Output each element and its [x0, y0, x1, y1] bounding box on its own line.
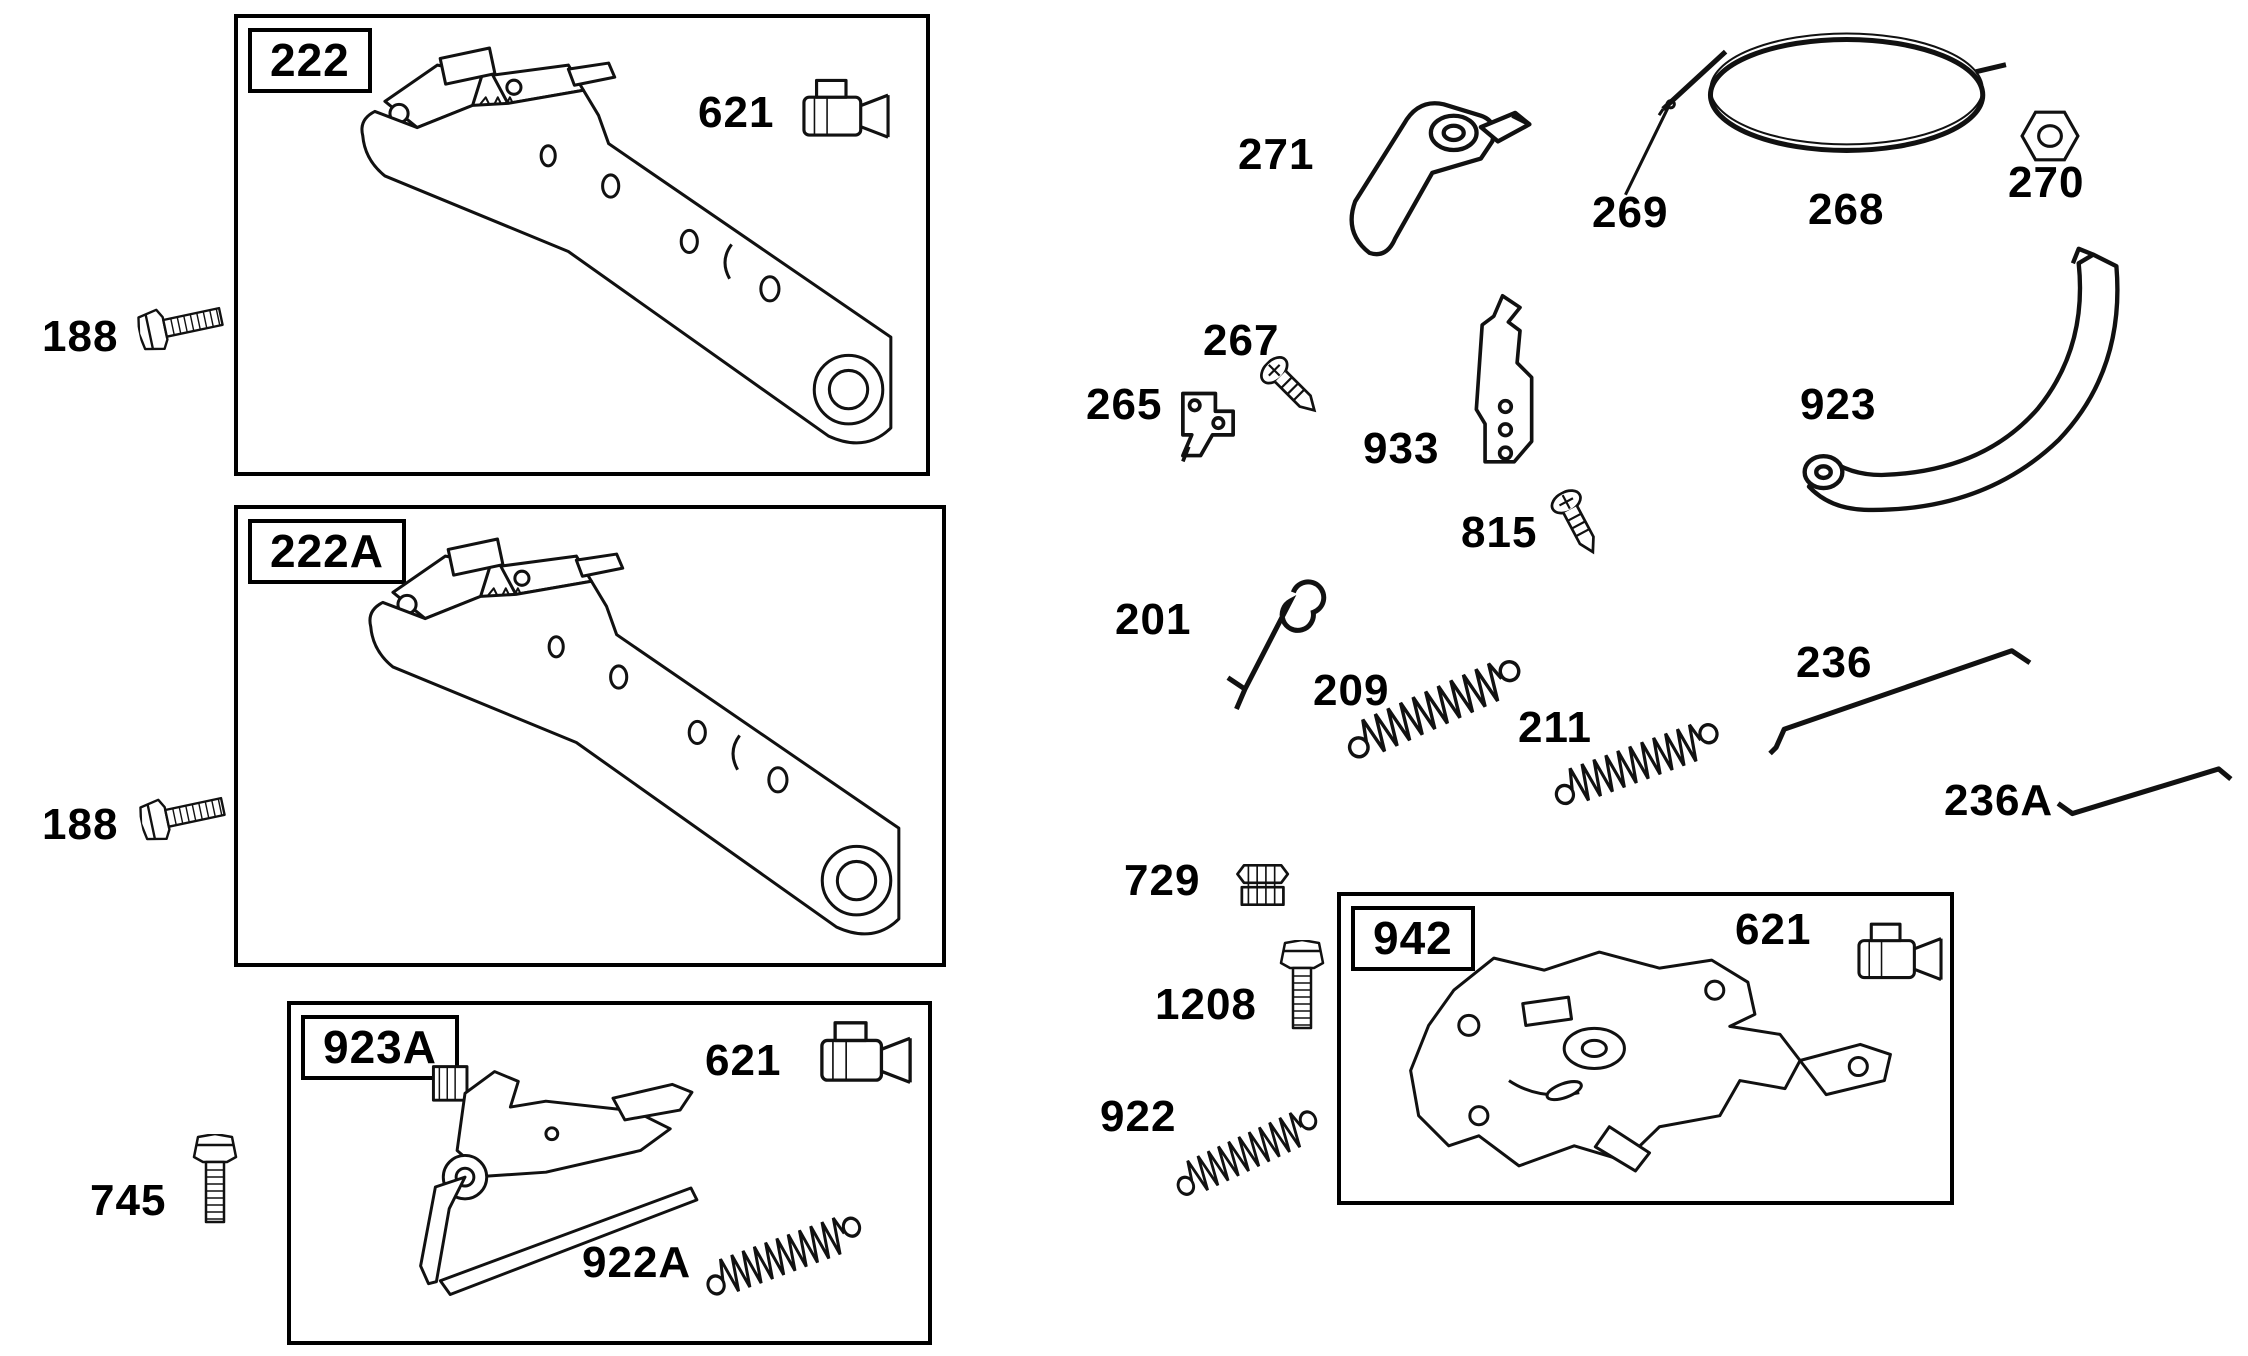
part-1208-bolt-icon	[1278, 940, 1326, 1040]
part-label-922a: 922A	[582, 1238, 692, 1287]
part-621-clamp-icon-box942	[1850, 916, 1950, 996]
part-label-745: 745	[90, 1176, 167, 1225]
part-188-top-bolt-icon	[134, 291, 237, 358]
part-236a-rod-icon	[2052, 724, 2240, 826]
part-label-267: 267	[1203, 316, 1280, 365]
part-815-screw-icon	[1538, 480, 1618, 568]
part-265-bracket-icon	[1174, 384, 1242, 468]
part-211-spring-icon	[1545, 709, 1731, 818]
part-label-269: 269	[1592, 188, 1669, 237]
part-label-188-bottom: 188	[42, 800, 119, 849]
part-923-band-icon	[1780, 242, 2128, 534]
part-label-265: 265	[1086, 380, 1163, 429]
part-label-271: 271	[1238, 130, 1315, 179]
part-222a-bracket-drawing	[274, 525, 919, 955]
part-box-222-badge: 222	[248, 28, 372, 93]
part-box-222a-badge: 222A	[248, 519, 406, 584]
part-box-222: 222	[234, 14, 930, 476]
part-268-cable-loop-icon	[1655, 16, 2013, 178]
part-922-spring-icon	[1165, 1096, 1330, 1207]
part-922a-spring-icon	[697, 1202, 874, 1307]
part-label-621-box942: 621	[1735, 905, 1812, 954]
part-label-236a: 236A	[1944, 776, 2054, 825]
part-box-942-badge: 942	[1351, 906, 1475, 971]
part-label-268: 268	[1808, 185, 1885, 234]
part-188-bottom-bolt-icon	[136, 781, 239, 848]
part-label-209: 209	[1313, 666, 1390, 715]
part-label-923: 923	[1800, 380, 1877, 429]
part-621-clamp-icon-box923a	[812, 1014, 920, 1100]
part-label-815: 815	[1461, 508, 1538, 557]
part-745-bolt-icon	[191, 1134, 239, 1234]
part-label-922: 922	[1100, 1092, 1177, 1141]
part-label-270: 270	[2008, 158, 2085, 207]
part-729-clamp-icon	[1230, 850, 1304, 920]
part-942-control-bracket-drawing	[1357, 930, 1937, 1196]
part-label-933: 933	[1363, 424, 1440, 473]
part-933-bracket-icon	[1458, 290, 1550, 488]
part-label-188-top: 188	[42, 312, 119, 361]
part-209-spring-icon	[1336, 645, 1535, 772]
part-box-923a: 923A	[287, 1001, 932, 1345]
part-label-236: 236	[1796, 638, 1873, 687]
part-267-screw-icon	[1248, 344, 1336, 432]
part-236-rod-icon	[1762, 616, 2044, 758]
part-923a-brake-assembly-drawing	[313, 1039, 913, 1335]
part-201-wire-icon	[1208, 566, 1336, 724]
part-222-bracket-drawing	[266, 34, 911, 464]
part-271-lever-icon	[1318, 70, 1538, 270]
part-label-211: 211	[1518, 703, 1592, 752]
part-621-clamp-icon-box222	[795, 72, 897, 154]
part-270-nut-icon	[2020, 108, 2080, 164]
part-label-201: 201	[1115, 595, 1192, 644]
part-label-729: 729	[1124, 856, 1201, 905]
part-label-621-box923a: 621	[705, 1036, 782, 1085]
part-box-222a: 222A	[234, 505, 946, 967]
part-box-942: 942	[1337, 892, 1954, 1205]
part-label-1208: 1208	[1155, 980, 1257, 1029]
part-label-621-box222: 621	[698, 88, 775, 137]
